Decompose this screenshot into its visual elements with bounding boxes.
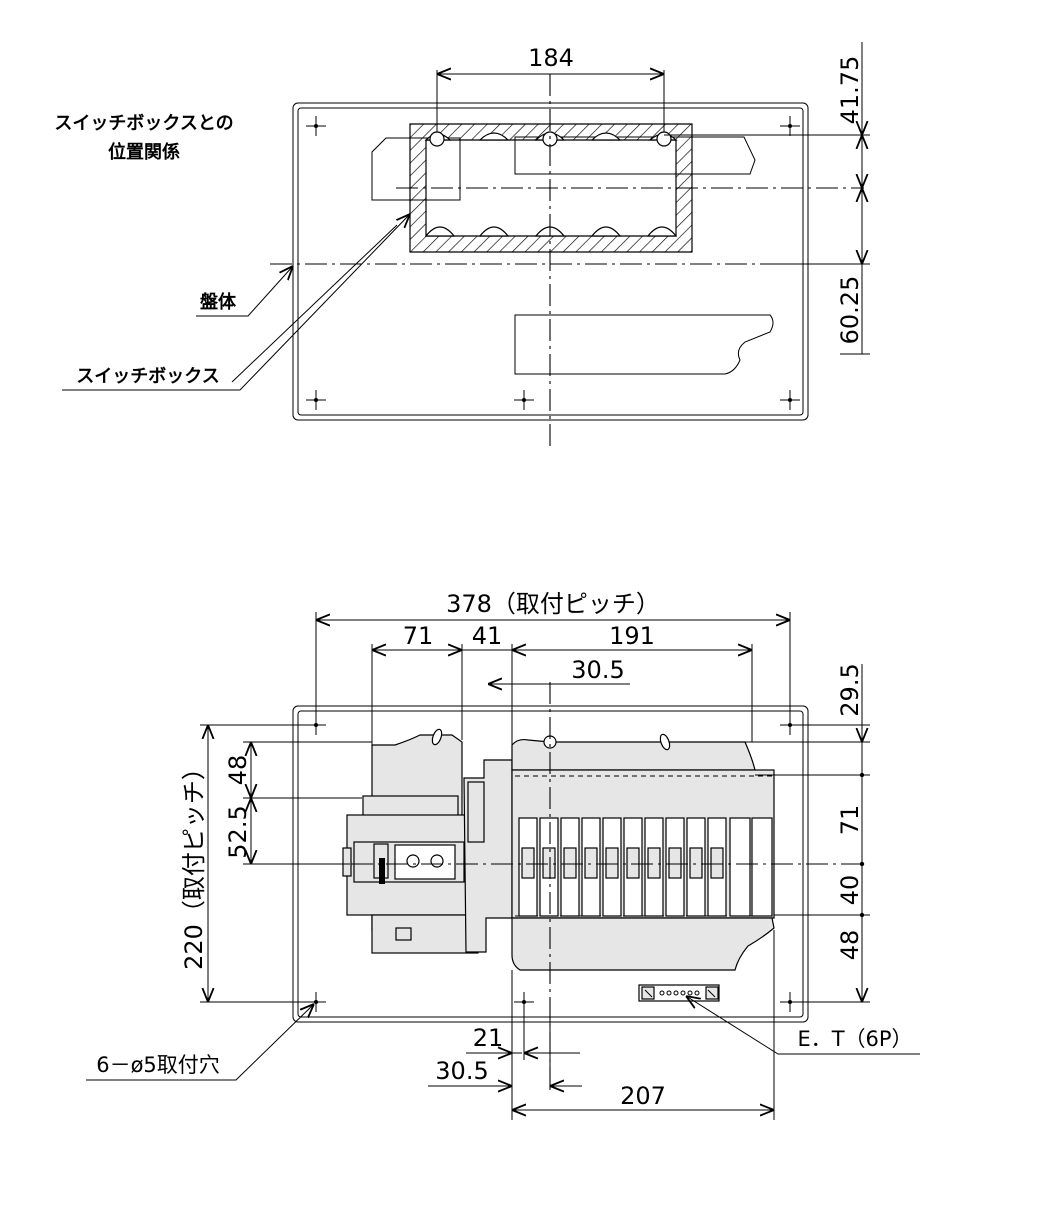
main-breaker [342, 795, 479, 954]
switch-box-label: スイッチボックス [76, 366, 219, 387]
dim-label-52-5: 52.5 [224, 805, 252, 858]
relation-label-line1: スイッチボックスとの [54, 113, 233, 134]
switch-box-leader-2 [231, 224, 398, 383]
panel-body-leader [196, 266, 293, 317]
top-mount-marks [306, 116, 800, 410]
dim-label-30-5-bottom: 30.5 [435, 1057, 488, 1085]
branch-breakers [518, 817, 773, 917]
dim-label-207: 207 [620, 1082, 666, 1110]
dim-label-48-left: 48 [224, 755, 252, 786]
dim-label-41: 41 [472, 622, 503, 650]
earth-terminal-leader [686, 996, 920, 1055]
top-view: 184 41.75 60.25 スイッチボックスとの 位置関係 盤体 スイッチボ… [54, 42, 870, 446]
branch-lower-cover [511, 917, 775, 971]
dim-label-71-b: 71 [836, 805, 864, 836]
switch-box [409, 123, 693, 253]
mount-holes-label: 6－ø5取付穴 [96, 1053, 220, 1077]
dim-label-184: 184 [528, 44, 574, 72]
top-terminal-cover-outline [514, 136, 756, 175]
dim-label-30-5-top: 30.5 [571, 656, 624, 684]
dim-label-41-75: 41.75 [836, 56, 864, 125]
dim-label-378: 378（取付ピッチ） [446, 590, 660, 618]
top-lower-cover-outline [514, 314, 774, 375]
dim-label-191: 191 [609, 622, 655, 650]
dim-label-71-a: 71 [403, 622, 434, 650]
dim-label-29-5: 29.5 [836, 663, 864, 716]
dim-label-40: 40 [836, 875, 864, 906]
dim-label-60-25: 60.25 [836, 276, 864, 345]
earth-terminal-label: E．T（6P） [797, 1027, 912, 1051]
dim-label-21: 21 [473, 1024, 504, 1052]
dim-label-220: 220（取付ピッチ） [180, 756, 208, 970]
bottom-view: 378（取付ピッチ） 71 41 191 30.5 29.5 71 40 48 [86, 590, 920, 1120]
switch-box-leader-1 [62, 214, 410, 391]
earth-terminal [638, 984, 720, 1002]
mount-holes-leader [86, 1004, 314, 1081]
relation-label-line2: 位置関係 [108, 141, 180, 163]
dim-label-48-right: 48 [836, 930, 864, 961]
top-panel-inner [297, 107, 804, 416]
panel-body-label: 盤体 [200, 291, 237, 313]
